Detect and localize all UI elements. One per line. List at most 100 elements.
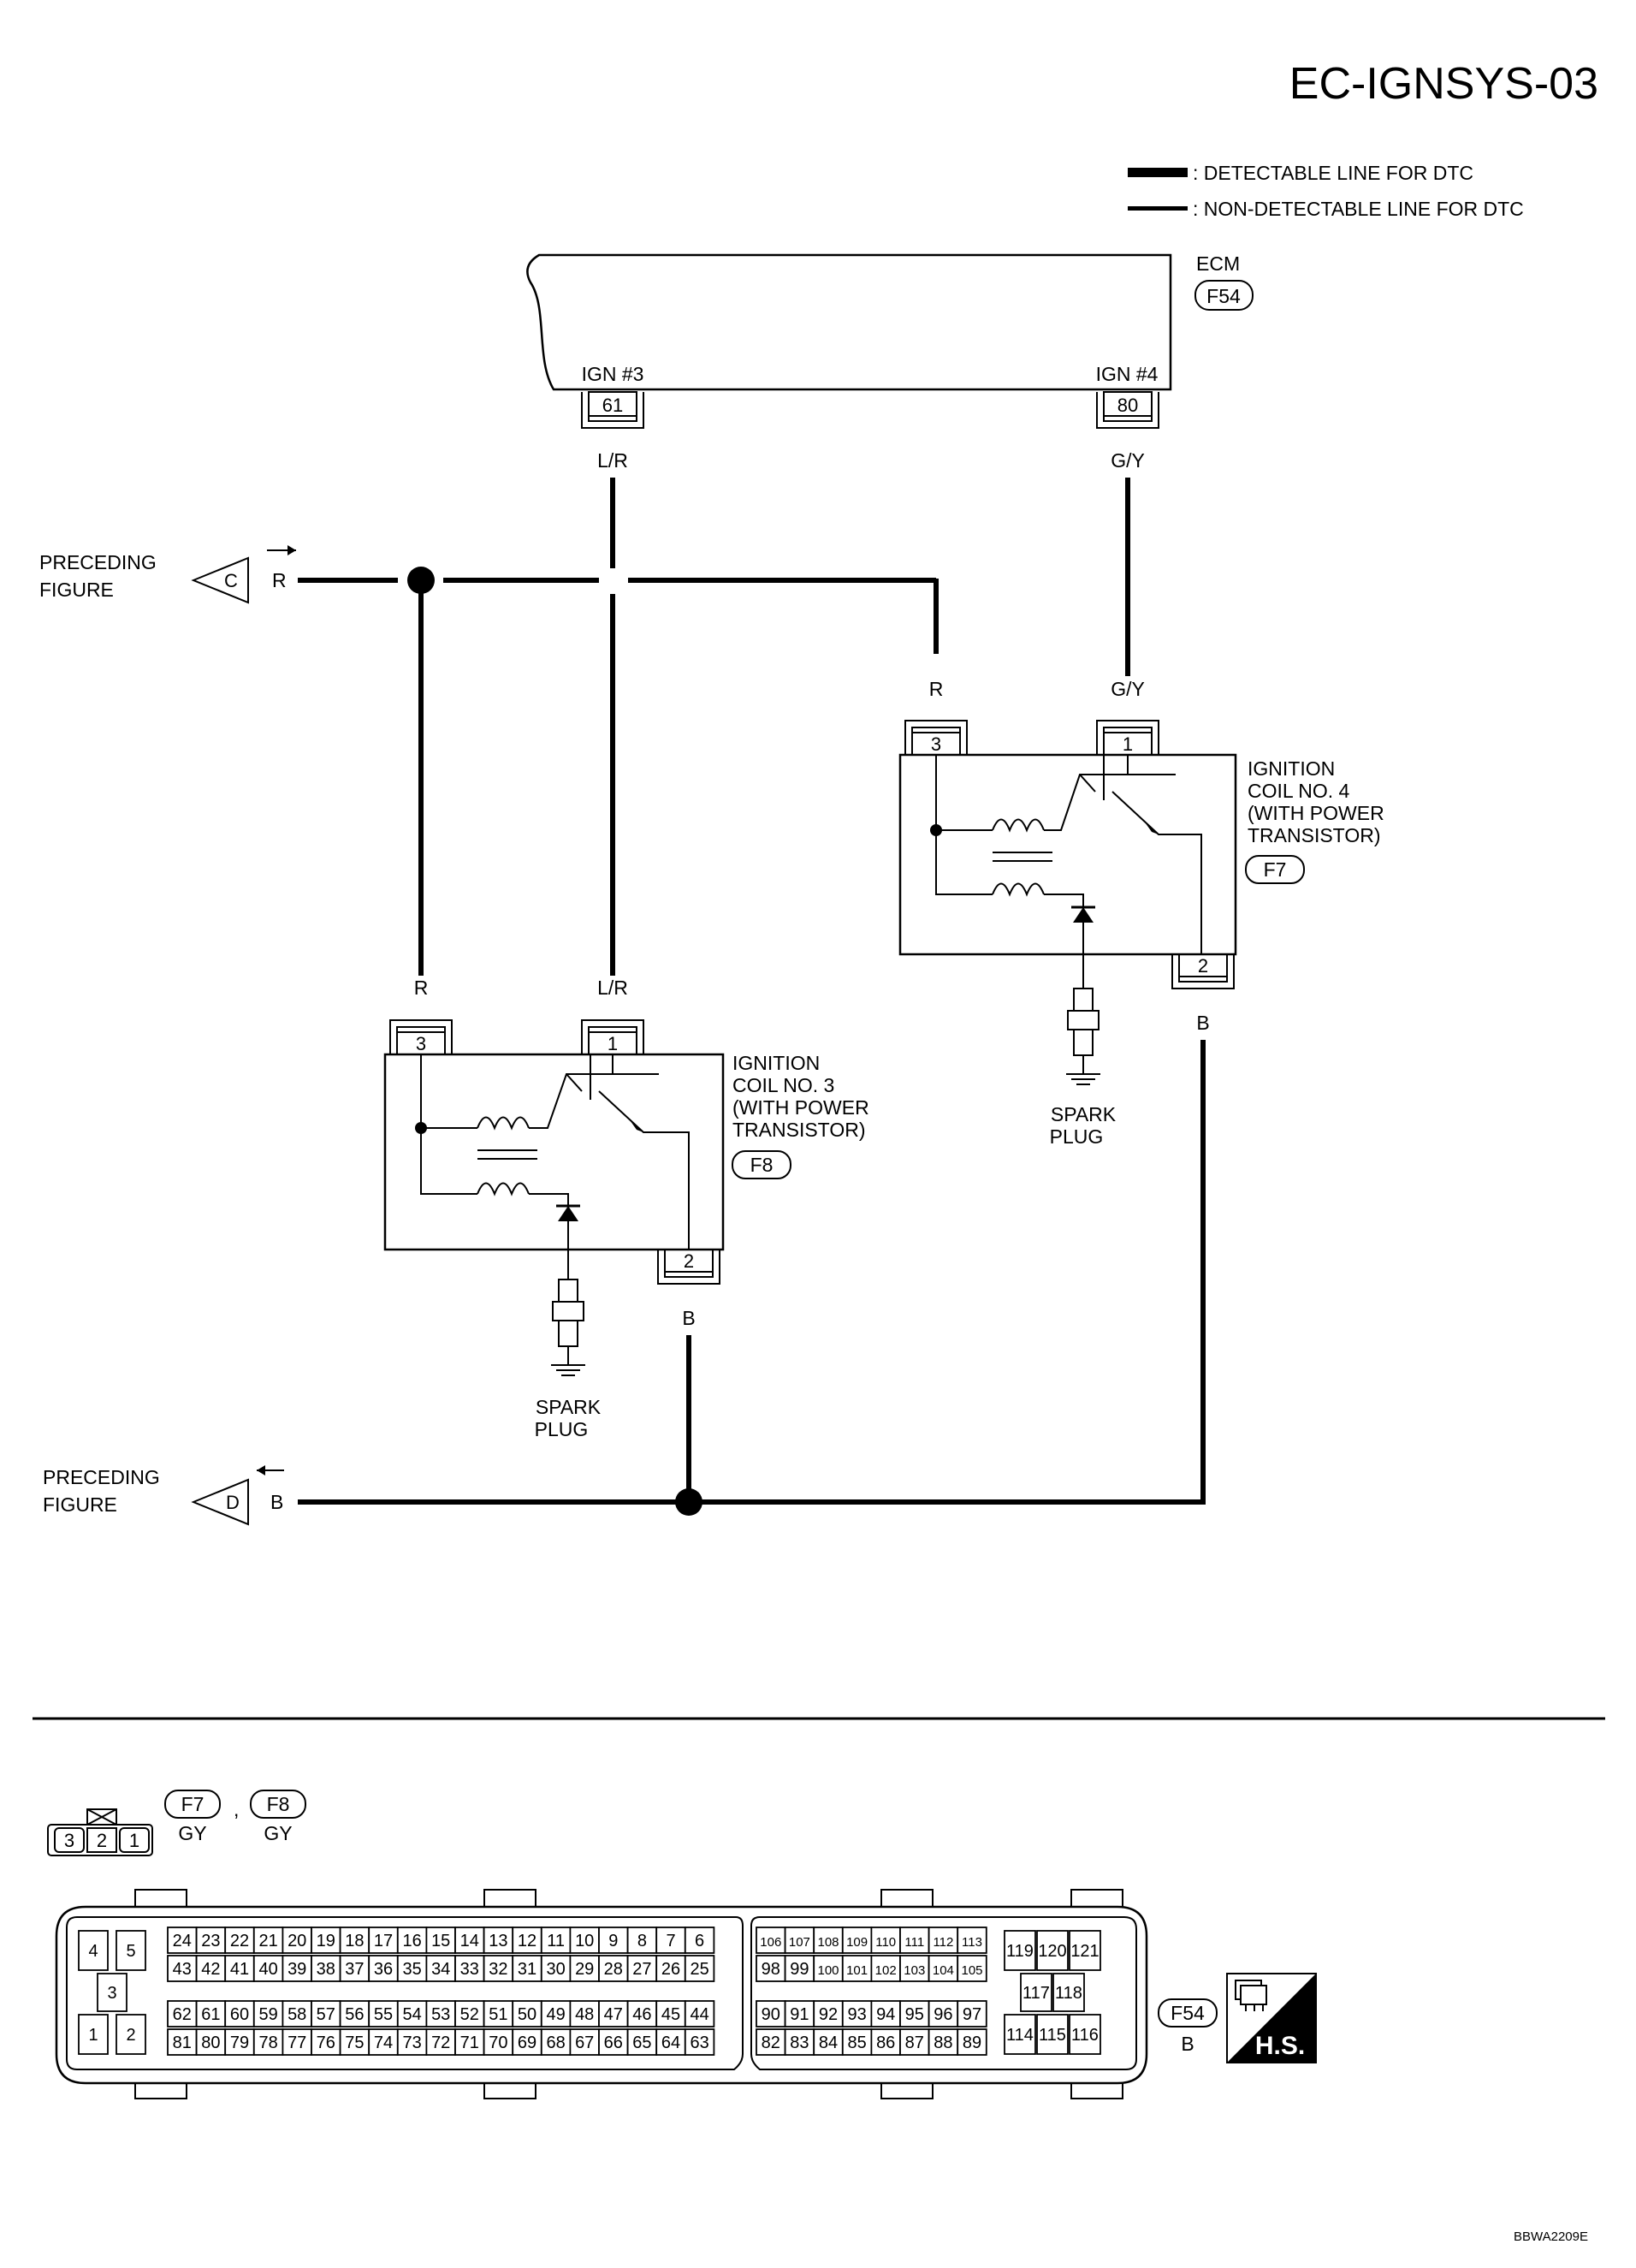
connector-cavity (899, 1927, 930, 1954)
connector-cavity (425, 2000, 456, 2028)
connector-pin-number: 45 (661, 2005, 680, 2024)
connector-cavity (870, 2000, 901, 2028)
coil3-circuit (415, 1054, 690, 1279)
connector-pin-number: 23 (201, 1932, 220, 1950)
connector-pin-number: 121 (1070, 1942, 1099, 1961)
connector-cavity (1036, 2014, 1069, 2055)
connector-cavity (368, 1955, 399, 1982)
coil3-label-4: TRANSISTOR) (732, 1119, 865, 1141)
connector-pin-number: 28 (604, 1960, 623, 1979)
ecm-pin-80: 80 (1096, 391, 1159, 429)
coil4-pin-3: 3 (931, 733, 941, 755)
connector-cavity (626, 1955, 658, 1982)
f8-id: F8 (267, 1793, 290, 1815)
ref-c-triangle (191, 556, 249, 604)
coil4-wire-r: R (929, 678, 944, 700)
connector-pin-number: 43 (173, 1960, 192, 1979)
ecm-pin-name-ign4: IGN #4 (1096, 363, 1159, 385)
connector-cavity (454, 2000, 485, 2028)
connector-cavity (928, 1955, 959, 1982)
connector-cavity (626, 2028, 658, 2056)
connector-pin-number: 65 (632, 2033, 651, 2052)
f54-color: B (1181, 2033, 1194, 2055)
connector-pin-number: 49 (546, 2005, 565, 2024)
connector-pin-number: 107 (789, 1935, 810, 1950)
connector-pin-number: 4 (88, 1942, 98, 1961)
connector-cavity (396, 1955, 428, 1982)
connector-pin-number: 108 (817, 1935, 839, 1950)
connector-cavity (684, 1927, 715, 1954)
connector-pin-number: 101 (846, 1963, 868, 1978)
connector-pin-number: 31 (518, 1960, 536, 1979)
connector-cavity (684, 1955, 715, 1982)
connector-pin-number: 19 (317, 1932, 335, 1950)
coil4-wire-gy: G/Y (1111, 678, 1145, 700)
connector-pin-number: 83 (790, 2033, 809, 2052)
ecm-box (526, 253, 1172, 391)
connector-pin-number: 32 (489, 1960, 507, 1979)
connector-pin-number: 47 (604, 2005, 623, 2024)
legend-detectable-text: : DETECTABLE LINE FOR DTC (1193, 162, 1473, 184)
connector-pin-number: 61 (201, 2005, 220, 2024)
connector-cavity (569, 1955, 600, 1982)
coil3-plug-label-1: SPARK (536, 1396, 602, 1418)
ignition-coil-3: R L/R 3 1 (383, 977, 869, 1440)
ref-d-wire: B (270, 1491, 283, 1513)
connector-pin-number: 102 (875, 1963, 897, 1978)
connector-pin-number: 104 (933, 1963, 954, 1978)
connector-pin-number: 77 (287, 2033, 306, 2052)
connector-cavity (425, 2028, 456, 2056)
connector-cavity (957, 2000, 987, 2028)
connector-cavity (252, 2000, 284, 2028)
connector-pin-number: 30 (546, 1960, 565, 1979)
coil3-wire-r: R (414, 977, 429, 999)
ref-d-line2: FIGURE (43, 1493, 117, 1516)
connector-pin-number: 40 (258, 1960, 277, 1979)
connector-pin-number: 92 (819, 2005, 838, 2024)
coil4-box (898, 753, 1237, 956)
connector-cavity (195, 2028, 227, 2056)
connector-pin-number: 66 (604, 2033, 623, 2052)
connector-cavity (368, 2028, 399, 2056)
connector-pin-number: 26 (661, 1960, 680, 1979)
connector-pin-number: 21 (258, 1932, 277, 1950)
ecm-connector-id: F54 (1206, 285, 1241, 307)
wire-label-gy-ecm: G/Y (1111, 449, 1145, 472)
connector-cavity (870, 1955, 901, 1982)
coil3-connector-id: F8 (750, 1154, 774, 1176)
legend-detectable-swatch (1128, 168, 1188, 177)
connector-pin-number: 112 (933, 1935, 953, 1950)
connector-cavity (756, 2028, 786, 2056)
connector-pin-number: 75 (345, 2033, 364, 2052)
connector-cavity (957, 1927, 987, 1954)
connector-pin-number: 5 (126, 1942, 135, 1961)
badge-separator: , (234, 1798, 239, 1820)
connector-cavity (512, 2028, 542, 2056)
connector-cavity (454, 1955, 485, 1982)
connector-cavity (841, 1927, 873, 1954)
connector-cavity (224, 1955, 255, 1982)
connector-pin-number: 89 (963, 2033, 981, 2052)
connector-cavity (252, 2028, 284, 2056)
coil4-label-1: IGNITION (1248, 757, 1335, 780)
small-connector-latch (86, 1808, 117, 1826)
connector-cavity (167, 1955, 198, 1982)
connector-pin-number: 29 (575, 1960, 594, 1979)
ecm-pin-61-number: 61 (602, 395, 623, 416)
connector-cavity (224, 1927, 255, 1954)
splice-r (407, 567, 435, 594)
connector-pin-number: 88 (934, 2033, 952, 2052)
connector-pin-number: 48 (575, 2005, 594, 2024)
connector-cavity (1069, 2014, 1101, 2055)
connector-cavity (454, 2028, 485, 2056)
ecm-pin-61: 61 (581, 391, 644, 429)
connector-pin-number: 46 (632, 2005, 651, 2024)
f7-id: F7 (181, 1793, 204, 1815)
connector-cavity (116, 2014, 146, 2055)
connector-pin-number: 79 (230, 2033, 249, 2052)
ref-d-triangle (191, 1478, 249, 1526)
connector-pin-number: 98 (762, 1960, 780, 1979)
ignition-coil-4: R G/Y 3 1 (898, 678, 1384, 1148)
connector-pin-number: 119 (1006, 1942, 1034, 1961)
